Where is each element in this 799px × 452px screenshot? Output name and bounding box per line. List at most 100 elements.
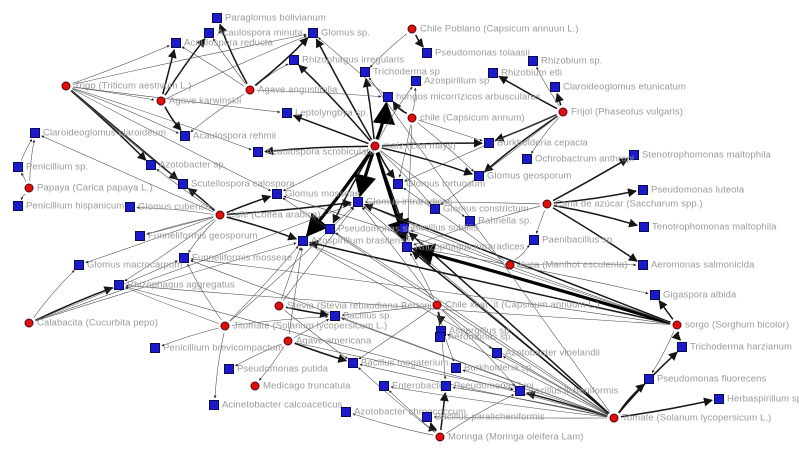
microbe-node-penicillium_brevicompactum[interactable] [150, 343, 160, 353]
node-label-pseudomonas_lini: Pseudomonas Lini [454, 380, 534, 392]
microbe-node-leptolyngbya_sp[interactable] [282, 108, 292, 118]
plant-node-yuca[interactable] [505, 260, 515, 270]
microbe-node-penicillium_hispanicum[interactable] [13, 201, 23, 211]
microbe-node-glomus_cubense[interactable] [125, 202, 135, 212]
plant-node-calabacita[interactable] [24, 318, 34, 328]
microbe-node-herbaspirillum_sp[interactable] [714, 394, 724, 404]
edge [20, 193, 26, 201]
edge [359, 363, 608, 417]
microbe-node-acaulospora_scrobiculata[interactable] [253, 147, 263, 157]
edge [335, 232, 609, 415]
microbe-node-acaulospora_reducta[interactable] [171, 38, 181, 48]
plant-node-tomate[interactable] [609, 413, 619, 423]
edge [378, 86, 413, 141]
plant-node-agave_angustifolia[interactable] [245, 85, 255, 95]
microbe-node-enterobacter[interactable] [379, 381, 389, 391]
microbe-node-pseudomonas_sp[interactable] [325, 224, 335, 234]
microbe-node-azospirillum_brasilense[interactable] [298, 236, 308, 246]
microbe-node-pseudomonas_fluorecens[interactable] [644, 374, 654, 384]
microbe-node-rhizobium_etli[interactable] [488, 68, 498, 78]
plant-node-cana_de_azucar[interactable] [542, 199, 552, 209]
microbe-node-rhizobium_sp[interactable] [528, 56, 538, 66]
microbe-node-acinetobacter_calcoaceticus[interactable] [209, 400, 219, 410]
plant-node-frijol[interactable] [558, 107, 568, 117]
microbe-node-pseudomonas_lini[interactable] [441, 381, 451, 391]
microbe-node-paenibacillus_sp[interactable] [529, 235, 539, 245]
plant-node-stevia[interactable] [274, 301, 284, 311]
microbe-node-aeromonas_sp[interactable] [435, 332, 445, 342]
microbe-node-hongos_micorrizicos[interactable] [383, 92, 393, 102]
microbe-node-azotobacter_sp[interactable] [146, 160, 156, 170]
microbe-node-claroideoglomus_claroideum[interactable] [30, 128, 40, 138]
microbe-node-claroideoglomus_etunicatum[interactable] [550, 82, 560, 92]
plant-node-agave_karwinskii[interactable] [156, 96, 166, 106]
microbe-node-azotobacter_vinelandii[interactable] [492, 348, 502, 358]
microbe-node-acaulospora_rehmii[interactable] [180, 131, 190, 141]
plant-node-agave_americana[interactable] [283, 336, 293, 346]
plant-node-maiz[interactable] [370, 141, 380, 151]
microbe-node-bacillus_megaterium[interactable] [348, 358, 358, 368]
plant-node-chile_xcat_it[interactable] [432, 300, 442, 310]
microbe-node-ochrobactrum_anthropi[interactable] [522, 154, 532, 164]
edge [258, 346, 285, 381]
microbe-node-glomus_geosporum[interactable] [474, 171, 484, 181]
microbe-node-bacillus_licheniformis[interactable] [515, 386, 525, 396]
microbe-node-burkholderia_cepacia[interactable] [484, 138, 494, 148]
plant-node-cafe[interactable] [215, 210, 225, 220]
microbe-node-rhizophagus_aggregatus[interactable] [114, 280, 124, 290]
microbe-node-glomus_mosseae[interactable] [272, 189, 282, 199]
edge [381, 138, 483, 148]
microbe-node-glomus_macrocarpum[interactable] [74, 260, 84, 270]
microbe-node-pseudomonas_luteola[interactable] [638, 185, 648, 195]
microbe-node-scutellospora_calospora[interactable] [178, 179, 188, 189]
node-label-chile_xcat_it: Chile xcat ´it (Capsicum annuum L.) [445, 299, 600, 311]
edge [552, 157, 629, 202]
microbe-node-aeromonas_salmonicida[interactable] [638, 260, 648, 270]
plant-node-chile_poblano[interactable] [407, 24, 417, 34]
microbe-node-pseudomonas_tolaasii[interactable] [422, 48, 432, 58]
microbe-node-rahnella_sp[interactable] [465, 216, 475, 226]
edge [381, 147, 474, 176]
microbe-node-pseudomonas_putida[interactable] [224, 364, 234, 374]
microbe-node-azotobacter_chroococcum[interactable] [341, 407, 351, 417]
edge [433, 415, 608, 419]
microbe-node-tenotrophomonas_maltophila[interactable] [639, 222, 649, 232]
plant-node-sorgo[interactable] [672, 320, 682, 330]
plant-node-medicago_truncatula[interactable] [250, 381, 260, 391]
microbe-node-trichoderma_harzianum[interactable] [677, 342, 687, 352]
plant-node-chile[interactable] [407, 113, 417, 123]
microbe-node-rhizophagus_intraradices[interactable] [402, 242, 412, 252]
node-label-rhizophagus_aggregatus: Rhizophagus aggregatus [127, 279, 235, 291]
microbe-node-stenotrophomonas_maltophila[interactable] [629, 150, 639, 160]
microbe-node-trichoderma_sp[interactable] [360, 67, 370, 77]
edge [294, 319, 330, 338]
microbe-node-bacillus_sp[interactable] [330, 311, 340, 321]
plant-node-papaya[interactable] [24, 183, 34, 193]
node-label-pseudomonas_luteola: Pseudomonas luteola [651, 184, 745, 196]
microbe-node-acaulospora_minuta[interactable] [204, 28, 214, 38]
plant-node-trigo[interactable] [61, 81, 71, 91]
microbe-node-gigaspora_albida[interactable] [650, 290, 660, 300]
microbe-node-glomus_sp[interactable] [308, 28, 318, 38]
microbe-node-funneliformis_geosporum[interactable] [135, 231, 145, 241]
microbe-node-rhizophagus_irregularis[interactable] [289, 55, 299, 65]
microbe-node-burkholderia_sp[interactable] [451, 363, 461, 373]
microbe-node-glomus_tortuosum[interactable] [393, 179, 403, 189]
node-label-acaulospora_reducta: Acaulospora reducta [184, 37, 274, 49]
node-label-bacillus_paralicheniformis: Bacillus paralicheniformis [435, 411, 545, 423]
microbe-node-penicillium_sp[interactable] [13, 162, 23, 172]
plant-node-jitomate[interactable] [220, 321, 230, 331]
microbe-node-azospirillum_sp[interactable] [411, 76, 421, 86]
microbe-node-glomus_intraradices[interactable] [353, 197, 363, 207]
edge [536, 66, 560, 107]
microbe-node-bacillus_subtilis[interactable] [399, 223, 409, 233]
node-label-pseudomonas_putida: Pseudomonas putida [237, 363, 329, 375]
microbe-node-glomus_constrictum[interactable] [430, 204, 440, 214]
microbe-node-paraglomus_bolivianum[interactable] [212, 13, 222, 23]
plant-node-moringa[interactable] [435, 432, 445, 442]
microbe-node-funneliformis_mosseae[interactable] [179, 253, 189, 263]
edge [525, 390, 608, 417]
microbe-node-bacillus_paralicheniformis[interactable] [422, 412, 432, 422]
edge [439, 392, 449, 431]
